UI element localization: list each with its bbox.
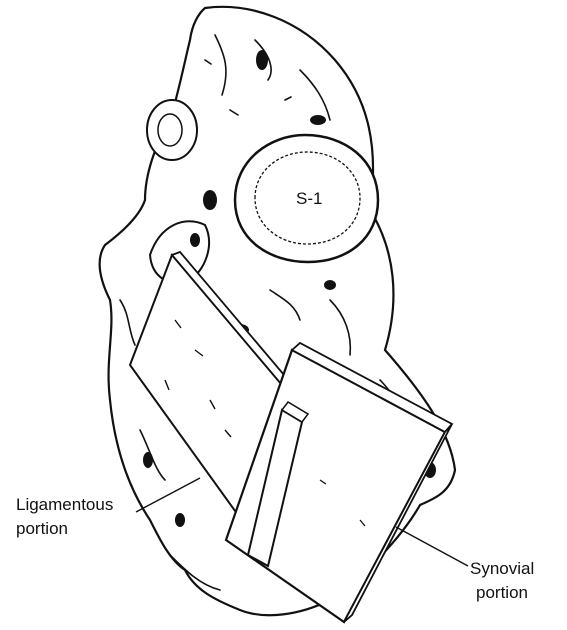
ala-lobe — [147, 100, 197, 160]
synovial-leader — [396, 527, 468, 566]
synovial-label: Synovial portion — [470, 557, 534, 605]
ligamentous-label: Ligamentous portion — [16, 493, 113, 541]
synovial-label-line2: portion — [470, 581, 534, 605]
ligamentous-label-line1: Ligamentous — [16, 493, 113, 517]
ligamentous-label-line2: portion — [16, 517, 113, 541]
vertebra-label: S-1 — [296, 189, 322, 209]
synovial-label-line1: Synovial — [470, 557, 534, 581]
